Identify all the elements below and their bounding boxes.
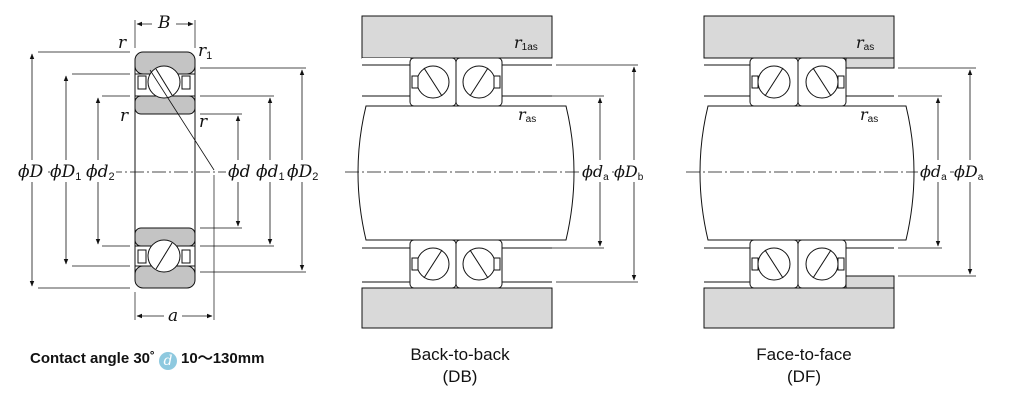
dim-phid1: ϕd1	[256, 162, 285, 183]
db-bearings-top	[409, 57, 503, 107]
df-phiDa: ϕDa	[954, 162, 984, 183]
db-labels: r1as ras ϕda ϕDb	[514, 33, 650, 183]
dim-r-mid-left: r	[120, 106, 129, 126]
db-caption: Back-to-back (DB)	[360, 344, 560, 388]
dim-B: B	[157, 13, 171, 33]
db-phida: ϕda	[582, 162, 609, 183]
df-bearings-top	[749, 57, 847, 107]
db-shaft	[357, 105, 575, 241]
single-bearing-section	[20, 20, 306, 320]
single-bearing-labels: B r r1 r r ϕD ϕD1 ϕd2 ϕd ϕd1 ϕD2 a	[18, 12, 321, 326]
df-caption-line2: (DF)	[787, 367, 821, 386]
df-ras-top: ras	[856, 33, 874, 53]
caption-range: 10〜130mm	[181, 350, 265, 367]
df-caption-line1: Face-to-face	[756, 345, 852, 364]
df-arrangement	[686, 15, 985, 329]
df-caption: Face-to-face (DF)	[704, 344, 904, 388]
db-r1as: r1as	[514, 33, 538, 53]
df-phida: ϕda	[920, 162, 947, 183]
df-shaft	[699, 105, 915, 241]
dim-a: a	[168, 306, 178, 326]
df-labels: ras ras ϕda ϕDa	[856, 33, 990, 183]
inner-ring-top	[134, 95, 196, 115]
db-arrangement	[345, 15, 640, 329]
df-housing-step-bottom	[845, 275, 895, 289]
db-caption-line1: Back-to-back	[410, 345, 510, 364]
db-housing-bottom	[361, 287, 553, 329]
df-housing-bottom	[703, 287, 895, 329]
dim-phiD: ϕD	[18, 162, 44, 182]
dim-phid2: ϕd2	[86, 162, 115, 183]
dim-r1: r1	[198, 41, 212, 62]
bore-d-badge: d	[159, 352, 178, 370]
db-ras: ras	[518, 105, 536, 125]
df-housing-top	[703, 15, 895, 59]
df-ras: ras	[860, 105, 878, 125]
dim-phiD2: ϕD2	[287, 162, 318, 183]
db-caption-line2: (DB)	[442, 367, 478, 386]
dim-r-mid-right: r	[199, 112, 208, 132]
dim-r-top-left: r	[118, 33, 127, 53]
db-phiDb: ϕDb	[614, 162, 644, 183]
dim-phid: ϕd	[228, 162, 251, 182]
dim-phiD1: ϕD1	[50, 162, 81, 183]
df-housing-step-top	[845, 57, 895, 69]
db-bearings-bottom	[409, 239, 503, 289]
caption-prefix: Contact angle 30˚	[30, 350, 156, 367]
df-bearings-bottom	[749, 239, 847, 289]
db-housing-top	[361, 15, 553, 59]
